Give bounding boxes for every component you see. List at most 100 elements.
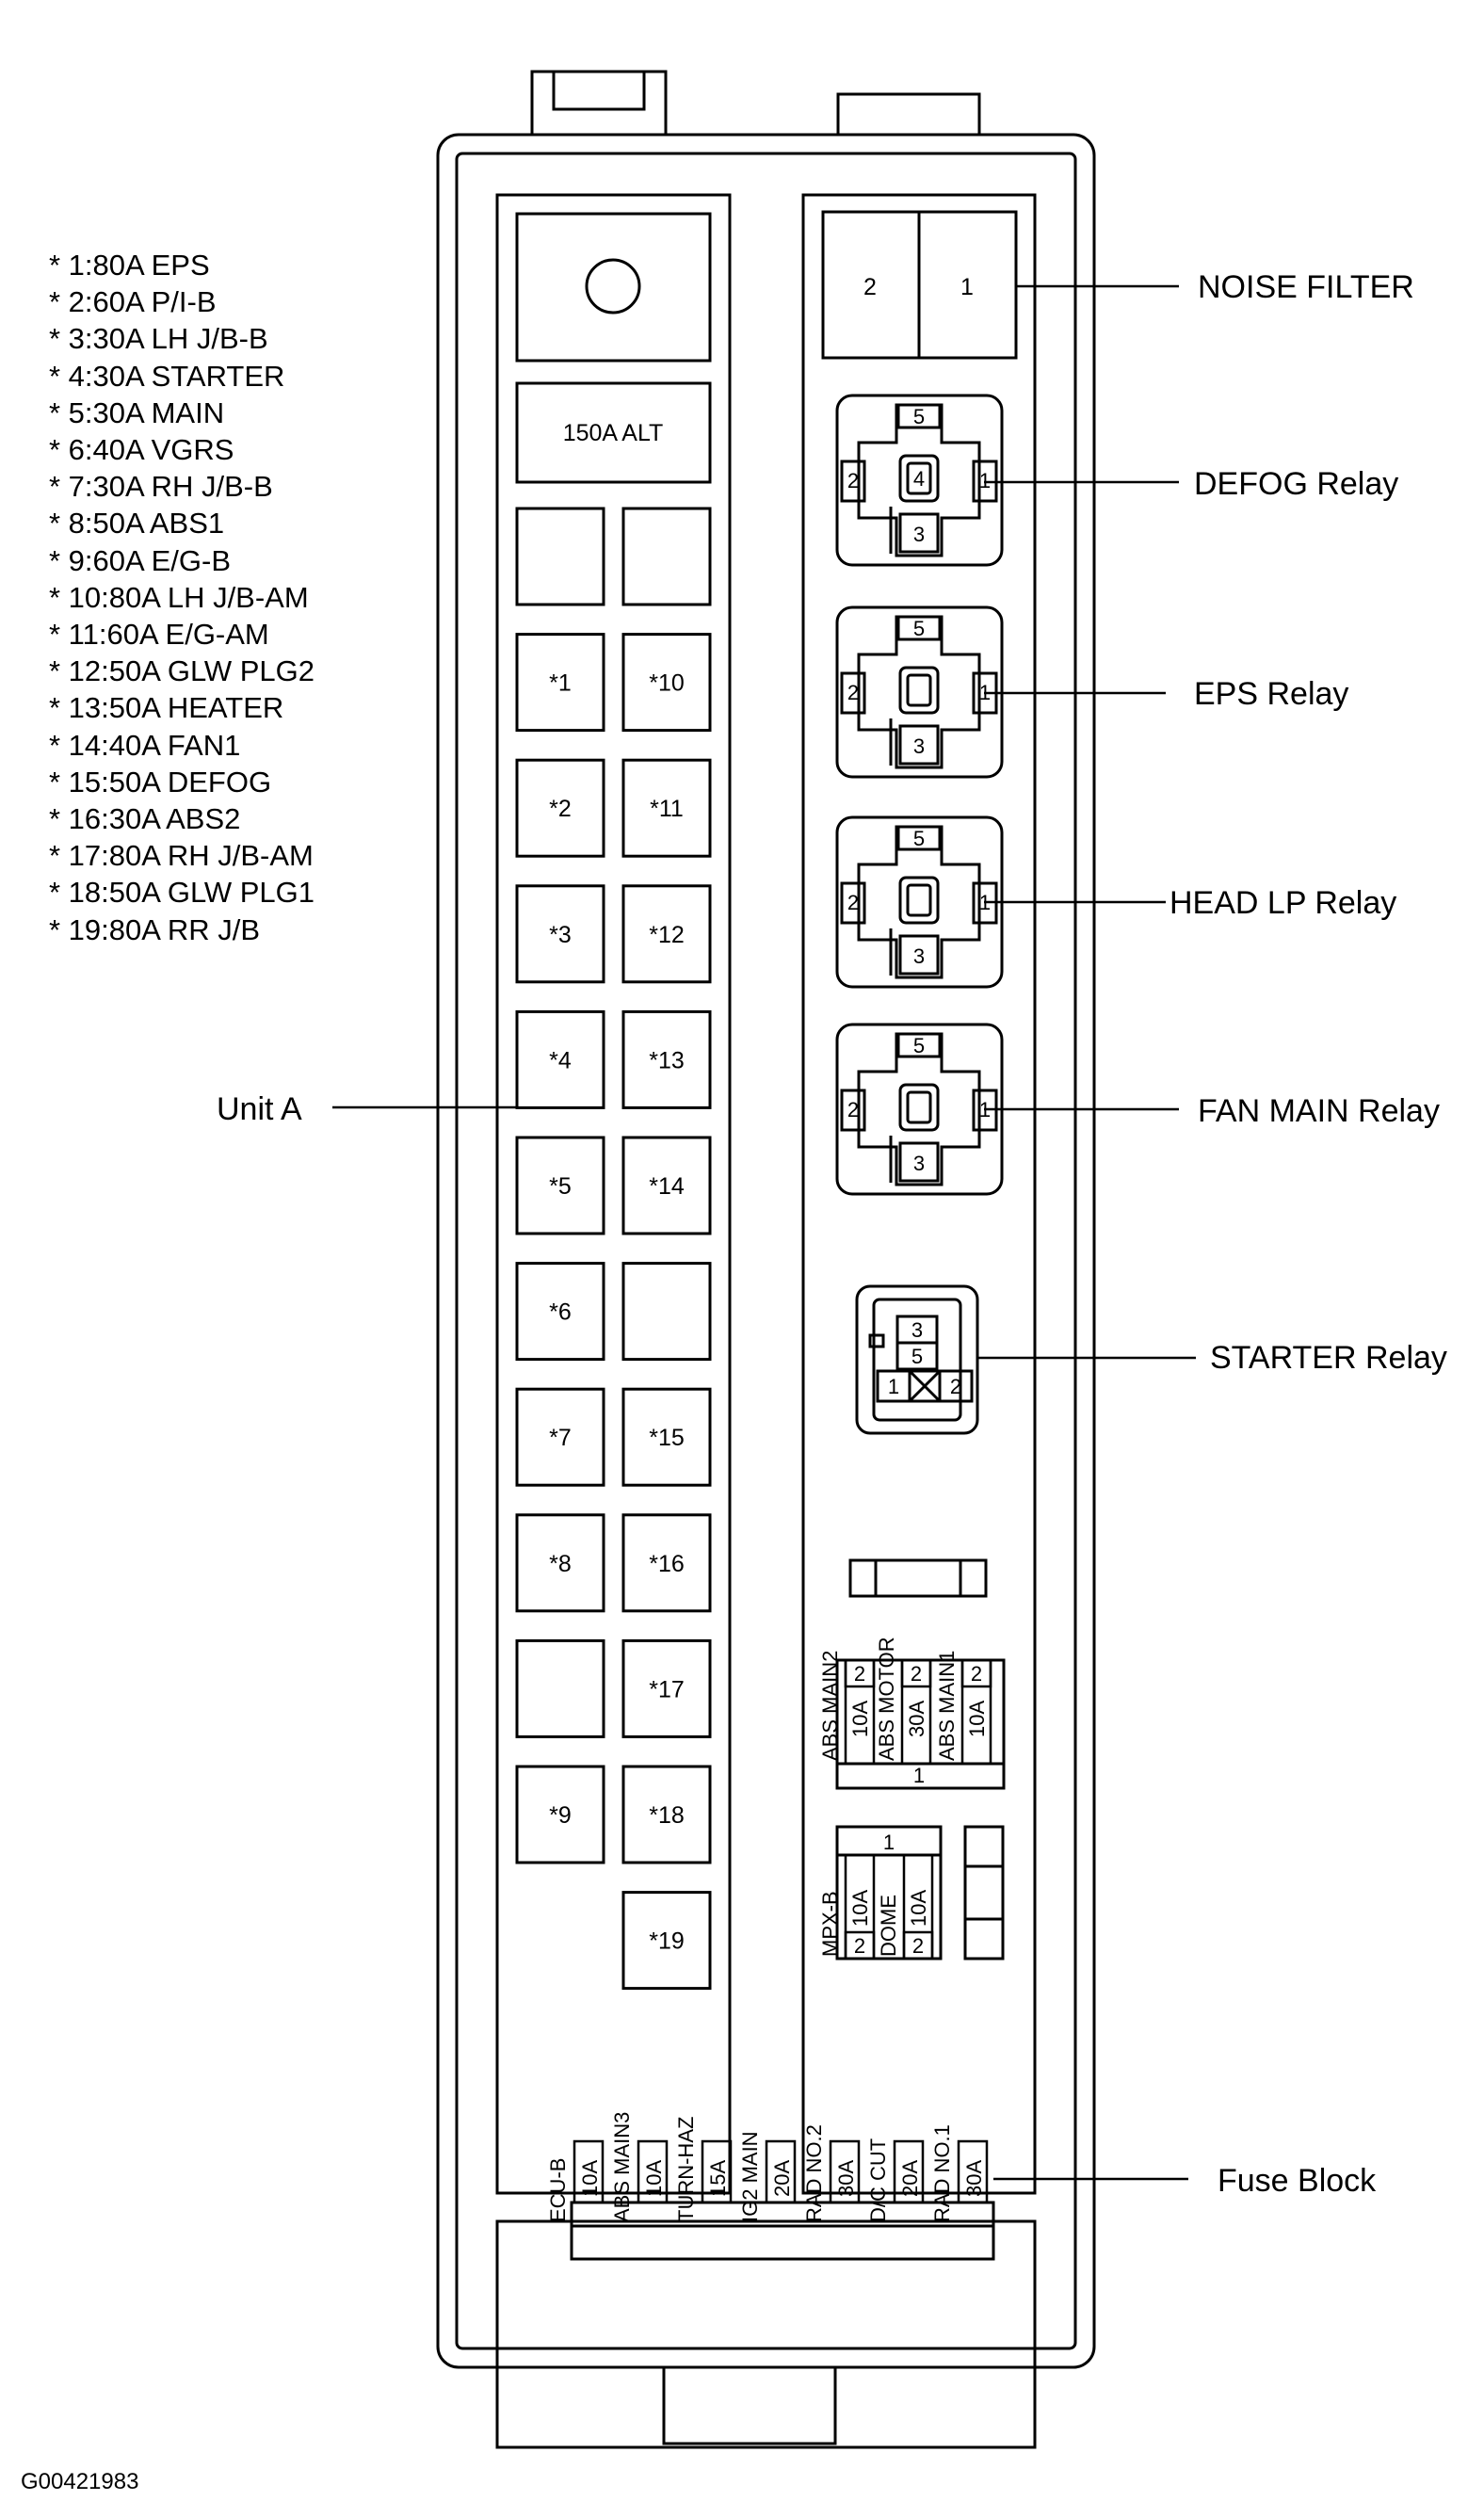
- starter-pin-2: 2: [950, 1375, 961, 1398]
- legend-line: * 7:30A RH J/B-B: [49, 470, 273, 504]
- legend-line: * 8:50A ABS1: [49, 507, 225, 541]
- unit-a-fuse: [515, 633, 605, 733]
- legend-line: * 13:50A HEATER: [49, 691, 284, 725]
- mpx-fuse-label: 10A: [907, 1890, 930, 1927]
- legend-line: * 6:40A VGRS: [49, 433, 234, 467]
- unit-a-fuse-label: *11: [650, 796, 684, 822]
- unit-a-fuse-label: *5: [549, 1173, 572, 1200]
- abs-fuse-label: 30A: [905, 1701, 928, 1737]
- relay-pin: 2: [847, 681, 859, 704]
- mpx-fuse-label: MPX-B: [818, 1891, 842, 1957]
- mpx-pin: 2: [912, 1934, 924, 1958]
- unit-a-fuse-label: *8: [549, 1551, 572, 1577]
- relay-pin: 2: [847, 891, 859, 914]
- unit-a-fuse: [621, 1513, 712, 1613]
- mpx-top-pin: 1: [883, 1831, 895, 1854]
- legend-line: * 2:60A P/I-B: [49, 285, 217, 319]
- abs-pin: 2: [854, 1662, 865, 1686]
- fuse-block-label: IG2 MAIN: [738, 2131, 762, 2222]
- unit-a-fuse-label: *1: [549, 670, 572, 697]
- fuse-block-cell: [573, 2139, 605, 2204]
- top-connector-left-tab: [552, 70, 646, 111]
- unit-a-fuse: [621, 1891, 712, 1991]
- legend-line: * 10:80A LH J/B-AM: [49, 580, 309, 614]
- unit-a-fuse-label: *13: [649, 1047, 685, 1073]
- unit-a-fuse: [515, 1513, 605, 1613]
- fuse-block-cell: [893, 2139, 925, 2204]
- legend-line: * 15:50A DEFOG: [49, 765, 272, 799]
- starter-pin-5: 5: [911, 1345, 923, 1368]
- relay-pin: 3: [913, 734, 925, 758]
- unit-a-fuse: [515, 1009, 605, 1109]
- abs-fuse-label: ABS MAIN2: [818, 1651, 842, 1761]
- legend-line: * 9:60A E/G-B: [49, 543, 231, 577]
- noise-filter-pin-1: 1: [960, 274, 974, 300]
- abs-fuse-label: ABS MAIN1: [935, 1651, 959, 1761]
- inner-case: [455, 152, 1077, 2350]
- unit-a-panel: [495, 193, 732, 2195]
- unit-a-fuse: [515, 1765, 605, 1864]
- legend-line: * 11:60A E/G-AM: [49, 618, 269, 652]
- relay-pin: 5: [913, 827, 925, 850]
- relay-pin: 4: [913, 467, 925, 491]
- fuse-block-panel: [495, 2219, 1037, 2449]
- unit-a-fuse-label: *17: [649, 1676, 685, 1702]
- unit-a-fuse: [515, 884, 605, 984]
- callout-noise-filter: NOISE FILTER: [1198, 269, 1414, 305]
- unit-a-fuse: [515, 1638, 605, 1738]
- unit-a-fuse: [515, 1262, 605, 1362]
- unit-a-fuse-label: *7: [549, 1425, 572, 1451]
- mpx-fuse-label: 10A: [848, 1890, 872, 1927]
- unit-a-fuse-label: *19: [649, 1928, 685, 1955]
- abs-fuse-label: 10A: [848, 1701, 872, 1737]
- unit-a-fuse: [515, 507, 605, 606]
- relay-pin: 3: [913, 1152, 925, 1175]
- legend-line: * 18:50A GLW PLG1: [49, 876, 315, 910]
- unit-a-fuse: [621, 1009, 712, 1109]
- bottom-connector: [662, 2358, 837, 2445]
- legend-line: * 1:80A EPS: [49, 249, 210, 282]
- unit-a-fuse-label: *3: [549, 922, 572, 948]
- relay-pin: 3: [913, 523, 925, 546]
- callout-starter-relay: STARTER Relay: [1210, 1340, 1447, 1376]
- legend-line: * 4:30A STARTER: [49, 359, 285, 393]
- unit-a-fuse: [621, 1387, 712, 1487]
- callout-head-lp-relay: HEAD LP Relay: [1169, 885, 1396, 921]
- unit-a-fuse-label: *9: [549, 1802, 572, 1829]
- fuse-block-label: ABS MAIN3: [610, 2112, 634, 2222]
- starter-relay: [855, 1284, 979, 1435]
- fuse-block-label: RAD NO.2: [802, 2124, 826, 2222]
- unit-a-fuse-label: *14: [649, 1173, 685, 1200]
- unit-a-fuse: [621, 758, 712, 858]
- unit-a-fuse: [621, 1136, 712, 1235]
- unit-a-fuse-label: *18: [649, 1802, 685, 1829]
- relay: [835, 605, 1004, 779]
- relay-pin: 2: [847, 469, 859, 492]
- starter-pin-3: 3: [911, 1318, 923, 1342]
- callout-fan-main-relay: FAN MAIN Relay: [1198, 1093, 1440, 1129]
- legend-line: * 16:30A ABS2: [49, 802, 241, 836]
- alt-fuse: [515, 381, 712, 484]
- abs-pin: 2: [971, 1662, 982, 1686]
- alt-fuse-label: 150A ALT: [563, 420, 664, 446]
- fuse-block-cell: [957, 2139, 989, 2204]
- relay-pin: 1: [979, 469, 991, 492]
- legend-line: * 12:50A GLW PLG2: [49, 654, 315, 688]
- relay-pin: 5: [913, 405, 925, 428]
- abs-base-pin: 1: [913, 1764, 925, 1787]
- unit-a-fuse-label: *15: [649, 1425, 685, 1451]
- legend-line: * 19:80A RR J/B: [49, 912, 261, 946]
- abs-fuse-label: 10A: [965, 1701, 989, 1737]
- fuse-block-label: 20A: [770, 2160, 794, 2197]
- relay-pin: 5: [913, 617, 925, 640]
- relay-pin: 3: [913, 944, 925, 968]
- relay-pin: 2: [847, 1098, 859, 1121]
- noise-filter-pin-2: 2: [863, 274, 877, 300]
- legend-line: * 3:30A LH J/B-B: [49, 322, 268, 356]
- abs-pin: 2: [911, 1662, 922, 1686]
- unit-a-fuse: [621, 633, 712, 733]
- fuse-block-cell: [765, 2139, 797, 2204]
- fuse-block-label: D/C CUT: [866, 2138, 890, 2222]
- fuse-block-label: TURN-HAZ: [674, 2117, 698, 2222]
- callout-defog-relay: DEFOG Relay: [1194, 466, 1398, 502]
